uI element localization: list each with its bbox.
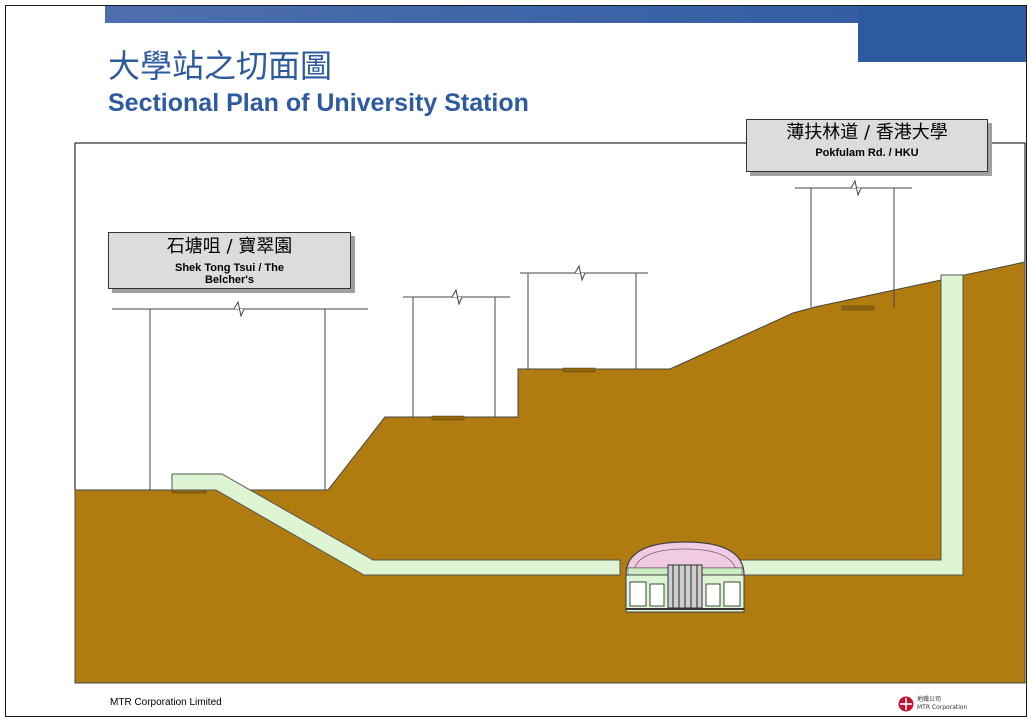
label-pokfulam-hku-en: Pokfulam Rd. / HKU <box>815 147 919 159</box>
mtr-logo-en: MTR Corporation <box>917 704 968 711</box>
header-band <box>105 6 1026 23</box>
building-belchers <box>112 300 368 490</box>
label-pokfulam-hku: 薄扶林道 / 香港大學 Pokfulam Rd. / HKU <box>746 119 988 172</box>
page-title-english: Sectional Plan of University Station <box>108 89 529 117</box>
slide-frame <box>5 5 1027 717</box>
label-shek-tong-tsui: 石塘咀 / 寶翠園 Shek Tong Tsui / The Belcher's <box>108 232 351 289</box>
ground-mass <box>74 261 1026 684</box>
mtr-logo-icon <box>898 696 914 712</box>
footer-company: MTR Corporation Limited <box>110 697 222 708</box>
mtr-logo: 地鐵公司 MTR Corporation <box>898 696 988 712</box>
label-shek-tong-tsui-en: Shek Tong Tsui / The Belcher's <box>175 262 284 286</box>
station-cavern <box>625 541 745 613</box>
mtr-logo-zh: 地鐵公司 <box>917 696 942 703</box>
building-2 <box>403 288 510 417</box>
page-title-chinese: 大學站之切面圖 <box>108 47 333 85</box>
header-block <box>858 6 1026 62</box>
tunnel-west <box>171 473 621 576</box>
foundation-marks <box>171 305 875 494</box>
label-shek-tong-tsui-zh: 石塘咀 / 寶翠園 <box>166 236 293 257</box>
label-pokfulam-hku-zh: 薄扶林道 / 香港大學 <box>786 122 948 143</box>
building-3 <box>520 264 648 369</box>
building-hku <box>795 179 912 307</box>
